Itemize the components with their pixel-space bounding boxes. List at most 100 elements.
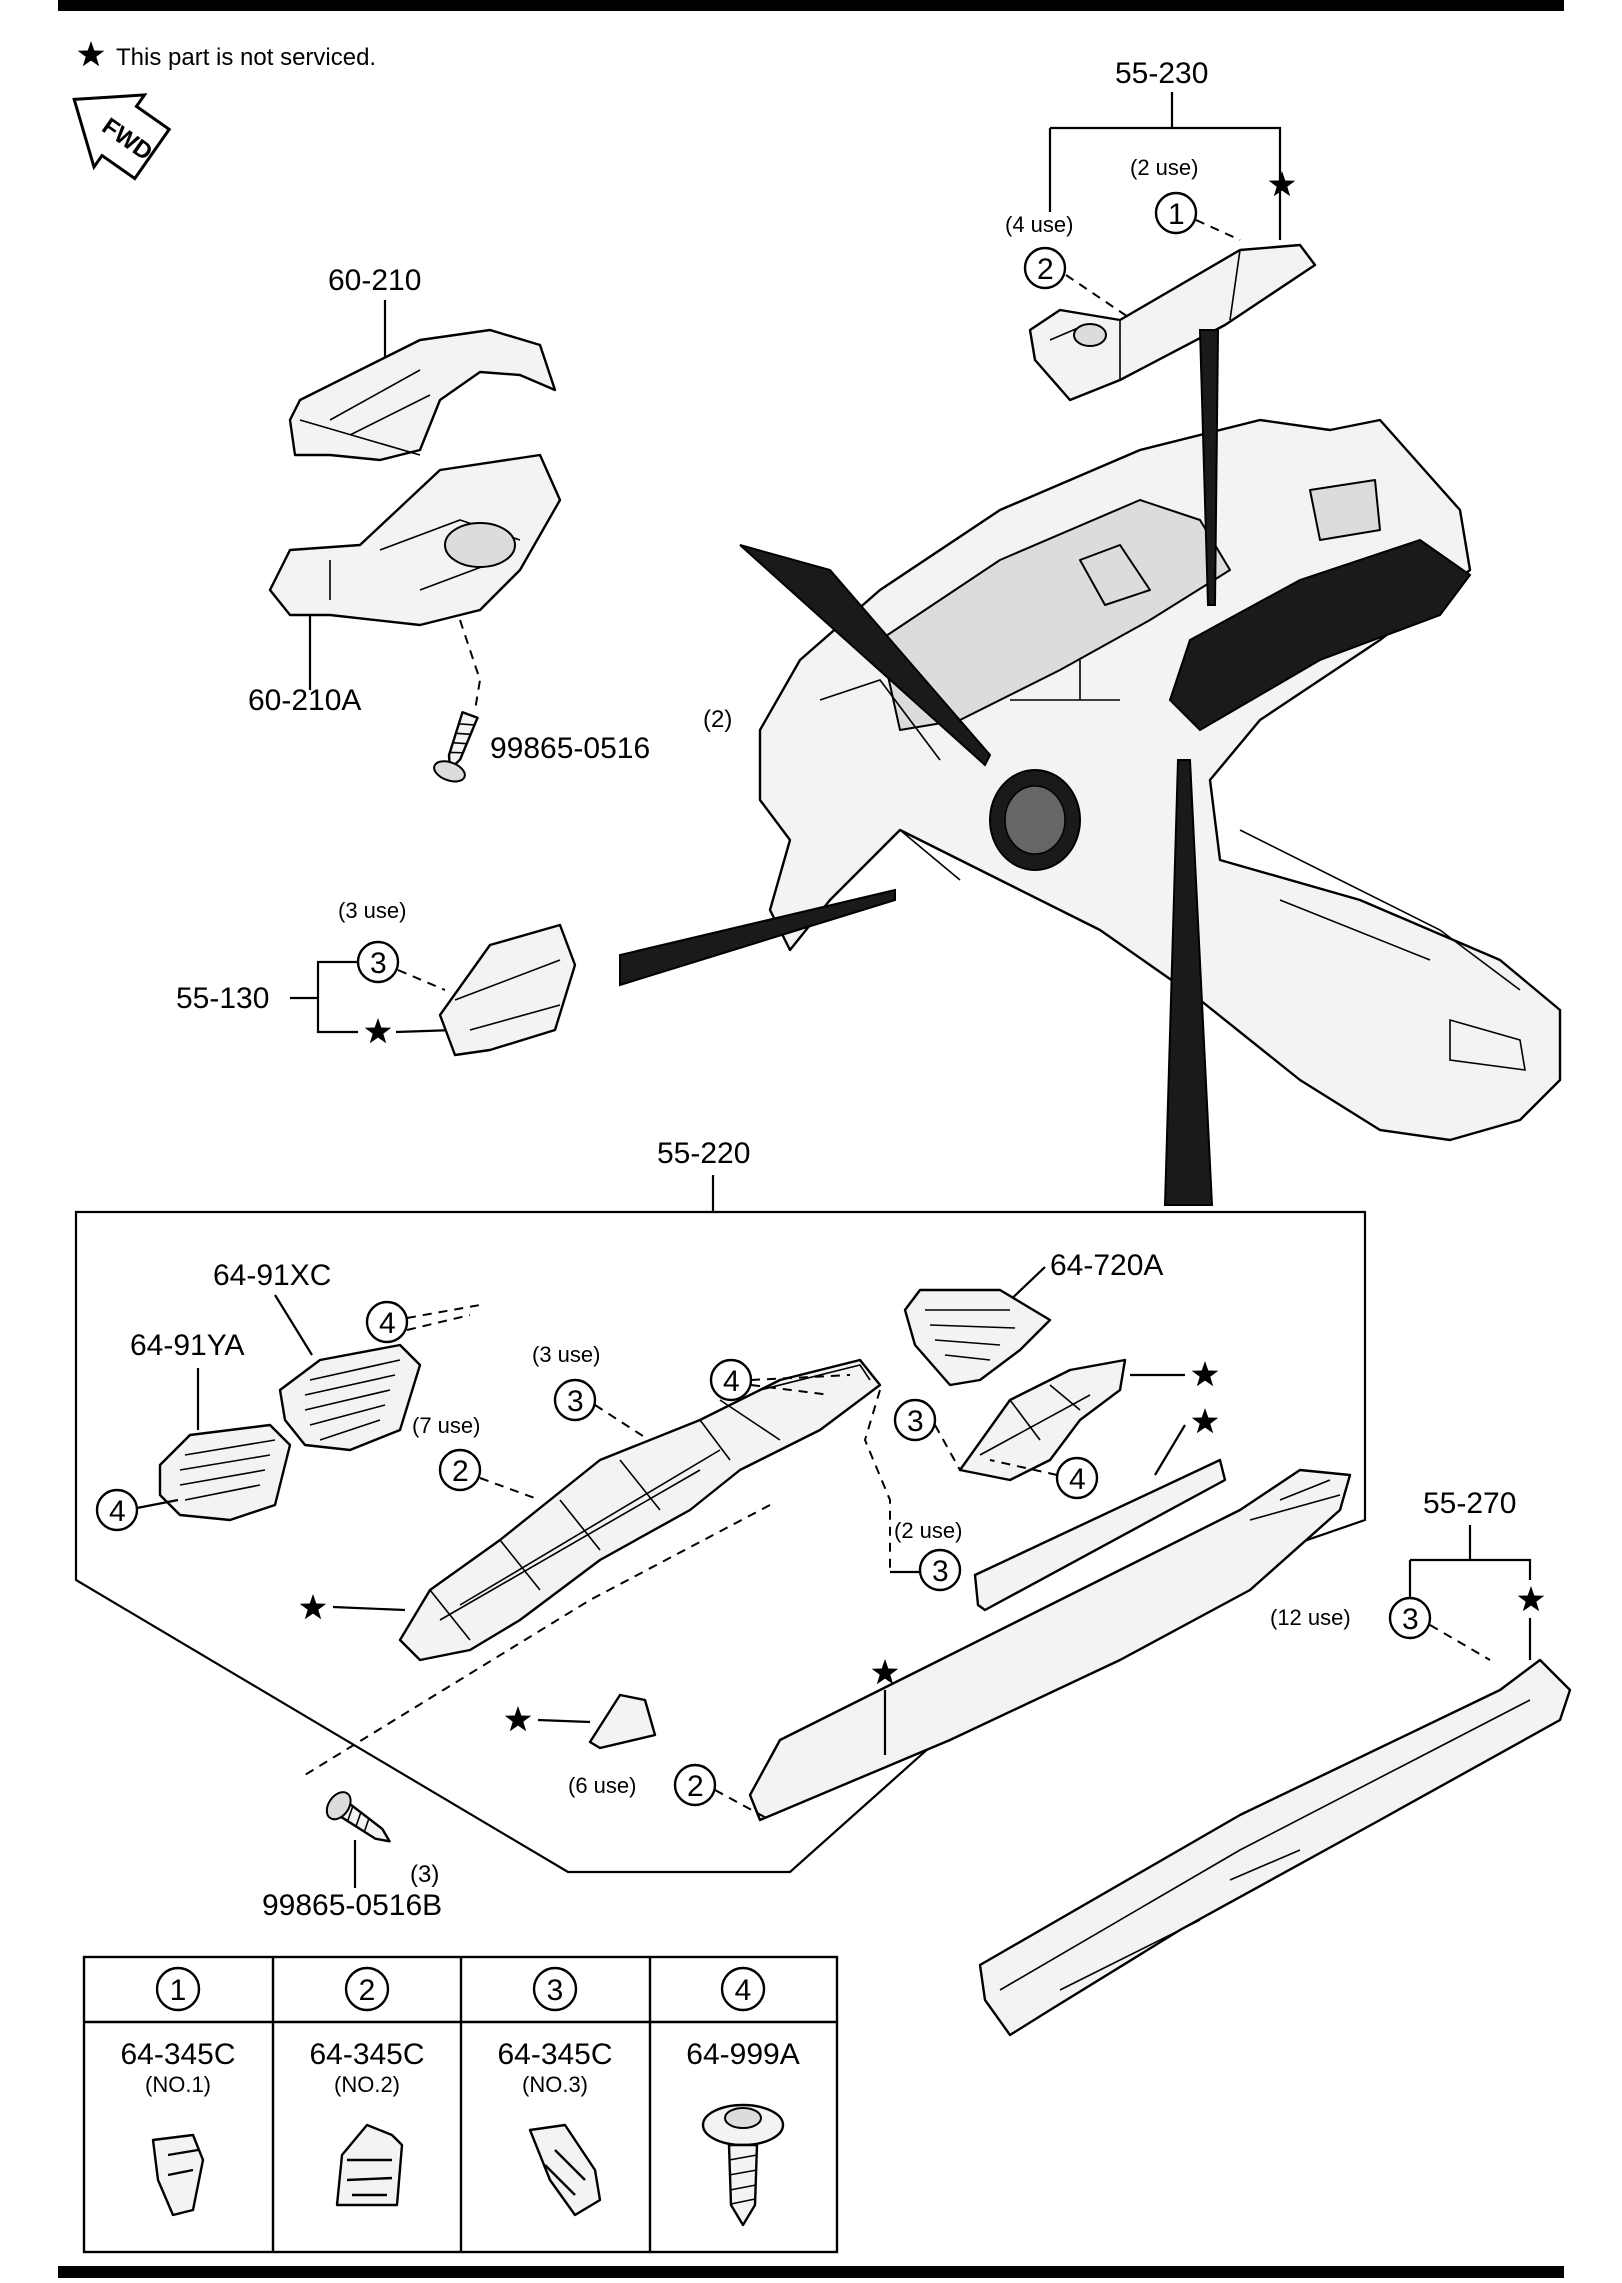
dashboard-overview bbox=[758, 418, 1562, 1142]
bracket-55-130 bbox=[290, 960, 358, 1034]
part-64-91YA-register bbox=[158, 1423, 292, 1522]
bottom-border bbox=[58, 2266, 1564, 2278]
part-center-bracket bbox=[398, 1358, 882, 1662]
legend-callout-4 bbox=[720, 1966, 766, 2012]
leader-callout-2-trim bbox=[714, 1789, 771, 1821]
leader-callout-4-d bbox=[989, 1459, 1058, 1476]
leader-callout-4-c bbox=[750, 1374, 851, 1396]
callout-4 bbox=[95, 1488, 139, 1532]
label-64-91XC: 64-91XC bbox=[213, 1259, 331, 1292]
legend-callout-num: 3 bbox=[547, 1974, 564, 2007]
use-3-55-130: (3 use) bbox=[338, 898, 406, 923]
label-64-91YA: 64-91YA bbox=[130, 1329, 245, 1362]
legend-part-number: 64-999A bbox=[686, 2038, 799, 2071]
callout-1 bbox=[1154, 191, 1198, 235]
use-4-top: (4 use) bbox=[1005, 212, 1073, 237]
part-60-210-upper-cover bbox=[288, 328, 557, 462]
star-icon bbox=[1517, 1586, 1545, 1612]
pointer-wedge-55-130 bbox=[619, 888, 896, 987]
leader-64-91XC bbox=[274, 1294, 313, 1356]
pointer-wedge-60-210 bbox=[739, 544, 992, 767]
star-icon bbox=[1191, 1361, 1219, 1387]
legend-part-sub: (NO.2) bbox=[334, 2072, 400, 2097]
callout-4-num: 4 bbox=[379, 1307, 396, 1340]
callout-3 bbox=[553, 1378, 597, 1422]
use-7: (7 use) bbox=[412, 1413, 480, 1438]
note-text: This part is not serviced. bbox=[116, 44, 376, 71]
legend-column-2: 2 64-345C(NO.2) bbox=[309, 1966, 425, 2207]
legend-callout-num: 4 bbox=[735, 1974, 752, 2007]
legend-callout-3 bbox=[532, 1966, 578, 2012]
top-border bbox=[58, 0, 1564, 11]
legend-callout-num: 2 bbox=[359, 1974, 376, 2007]
callout-4-num: 4 bbox=[1069, 1463, 1086, 1496]
use-2-box: (2 use) bbox=[894, 1518, 962, 1543]
leader-callout-2-center bbox=[479, 1477, 541, 1501]
legend-column-1: 164-345C(NO.1) bbox=[120, 1966, 236, 2217]
leader-callout-4-a bbox=[406, 1304, 481, 1331]
callout-2 bbox=[1023, 246, 1067, 290]
callout-4 bbox=[1055, 1456, 1099, 1500]
screw-icon bbox=[325, 1791, 391, 1843]
leader-55-230 bbox=[1065, 219, 1241, 326]
star-icon bbox=[364, 1018, 392, 1044]
box-55-220 bbox=[74, 1210, 1367, 1874]
leader-star-bracket bbox=[332, 1605, 406, 1612]
callout-2-num: 2 bbox=[687, 1770, 704, 1803]
star-icon bbox=[299, 1594, 327, 1620]
leader-callout-4-b bbox=[136, 1498, 179, 1510]
legend-part-number: 64-345C bbox=[309, 2038, 424, 2071]
legend-callout-2 bbox=[344, 1966, 390, 2012]
label-99865-0516B: 99865-0516B bbox=[262, 1889, 442, 1922]
star-icon bbox=[1268, 171, 1296, 197]
callout-2 bbox=[673, 1763, 717, 1807]
callout-3-num: 3 bbox=[567, 1385, 584, 1418]
clip-icon bbox=[528, 2123, 602, 2217]
leader-star-garnish bbox=[1154, 1424, 1186, 1476]
callout-2-num: 2 bbox=[1037, 253, 1054, 286]
legend-column-4: 4 64-999A bbox=[686, 1966, 800, 2227]
part-right-bracket bbox=[958, 1358, 1127, 1482]
part-60-210A-lower-cover bbox=[268, 453, 562, 627]
part-55-130-garnish bbox=[438, 923, 577, 1057]
bracket-55-270 bbox=[1408, 1525, 1532, 1605]
callout-4 bbox=[365, 1300, 409, 1344]
legend-part-number: 64-345C bbox=[497, 2038, 612, 2071]
legend-table bbox=[82, 1955, 839, 2254]
leader-screw-1 bbox=[459, 619, 482, 711]
use-6: (6 use) bbox=[568, 1773, 636, 1798]
leader-screw-2 bbox=[299, 1504, 771, 1779]
qty-99865-0516B: (3) bbox=[410, 1861, 439, 1888]
label-55-130: 55-130 bbox=[176, 982, 269, 1015]
leader-star-small-part bbox=[537, 1718, 591, 1724]
leader-dashed-2use bbox=[863, 1389, 891, 1570]
callout-3-num: 3 bbox=[1402, 1603, 1419, 1636]
clip-icon bbox=[151, 2133, 205, 2217]
part-dash-trim-long bbox=[748, 1468, 1352, 1822]
star-icon bbox=[77, 41, 105, 67]
part-55-230-garnish bbox=[1028, 243, 1317, 402]
part-64-91XC-register bbox=[278, 1343, 422, 1452]
legend-callout-1 bbox=[155, 1966, 201, 2012]
label-55-230: 55-230 bbox=[1115, 57, 1208, 90]
part-55-270-dash-trim bbox=[978, 1658, 1572, 2037]
fwd-arrow-icon: FWD bbox=[72, 93, 172, 181]
star-icon bbox=[504, 1706, 532, 1732]
star-icon bbox=[871, 1659, 899, 1685]
part-64-720A-register bbox=[903, 1288, 1052, 1387]
screw-icon bbox=[433, 711, 479, 783]
part-dash-garnish-strip bbox=[973, 1458, 1227, 1612]
legend-part-sub: (NO.3) bbox=[522, 2072, 588, 2097]
callout-3-num: 3 bbox=[907, 1405, 924, 1438]
use-3-center: (3 use) bbox=[532, 1342, 600, 1367]
legend-part-sub: (NO.1) bbox=[145, 2072, 211, 2097]
label-60-210A: 60-210A bbox=[248, 684, 361, 717]
callout-3 bbox=[893, 1398, 937, 1442]
label-55-270: 55-270 bbox=[1423, 1487, 1516, 1520]
callout-2 bbox=[438, 1448, 482, 1492]
leader-callout-3-right bbox=[934, 1424, 961, 1471]
qty-99865-0516: (2) bbox=[703, 706, 732, 733]
legend-callout-num: 1 bbox=[170, 1974, 187, 2007]
